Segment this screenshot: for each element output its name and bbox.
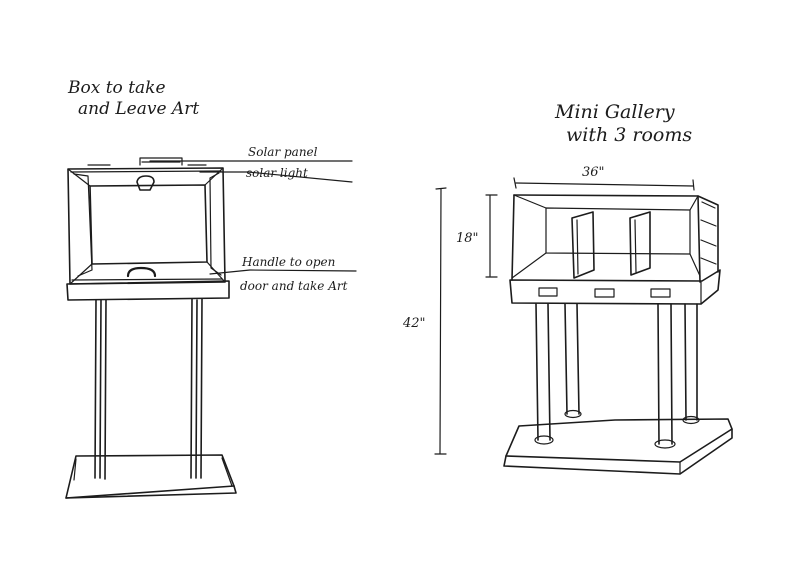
box-legs: [94, 298, 203, 480]
solar-light-leader: [199, 171, 353, 183]
gallery-base: [503, 418, 733, 475]
label-solar-light: solar light: [246, 166, 308, 180]
room-divider-1: [571, 211, 595, 279]
gallery-legs: [534, 303, 700, 449]
room-divider-2: [629, 211, 651, 276]
solar-light-icon: [136, 175, 155, 191]
left-title-line1: Box to take: [67, 78, 166, 98]
dim-box-height: 18": [456, 231, 479, 246]
room-label-plate-2: [594, 288, 615, 298]
right-title-line2: with 3 rooms: [566, 124, 692, 146]
room-label-plate-3: [650, 288, 671, 298]
room-label-plate-1: [538, 287, 558, 297]
label-handle-line2: door and take Art: [240, 279, 348, 293]
box-base: [65, 454, 237, 499]
label-handle-line1: Handle to open: [241, 255, 335, 269]
dim-width-line: [513, 177, 695, 191]
dim-width: 36": [582, 165, 605, 180]
left-title-line2: and Leave Art: [78, 99, 199, 119]
left-sketch: Box to take and Leave Art Solar panel so…: [65, 78, 357, 499]
right-sketch: Mini Gallery with 3 rooms 36" 18" 42": [402, 101, 733, 475]
dim-box-height-line: [485, 194, 498, 278]
art-box: [66, 167, 230, 301]
dim-total-height: 42": [402, 316, 426, 331]
dim-total-height-line: [434, 187, 447, 455]
door-handle-icon: [126, 266, 157, 278]
gallery-box: [509, 194, 721, 305]
handle-leader: [209, 269, 357, 275]
right-title-line1: Mini Gallery: [554, 101, 675, 123]
label-solar-panel: Solar panel: [248, 145, 318, 159]
